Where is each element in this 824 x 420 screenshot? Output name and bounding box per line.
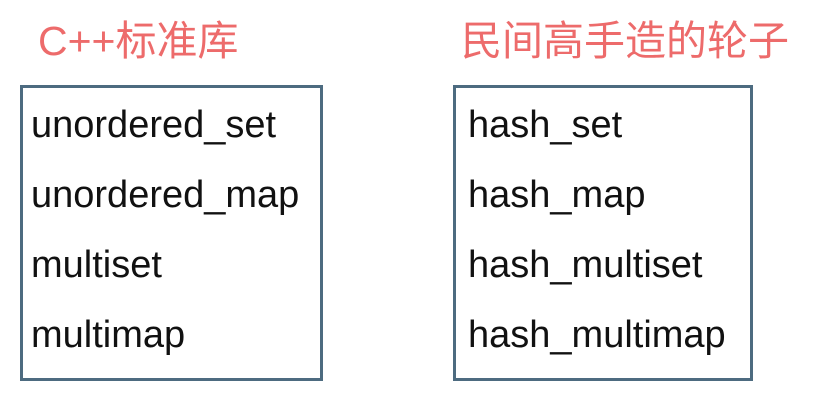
community-wheels-box: hash_set hash_map hash_multiset hash_mul… (453, 85, 753, 381)
list-item: hash_set (468, 104, 623, 146)
list-item: hash_map (468, 174, 646, 216)
std-library-box: unordered_set unordered_map multiset mul… (20, 85, 323, 381)
list-item: hash_multiset (468, 244, 703, 286)
list-item: multimap (31, 314, 186, 356)
list-item: hash_multimap (468, 314, 726, 356)
community-wheels-title: 民间高手造的轮子 (461, 18, 789, 64)
list-item: multiset (31, 244, 162, 286)
std-library-title: C++标准库 (38, 18, 239, 64)
list-item: unordered_map (31, 174, 300, 216)
list-item: unordered_set (31, 104, 277, 146)
